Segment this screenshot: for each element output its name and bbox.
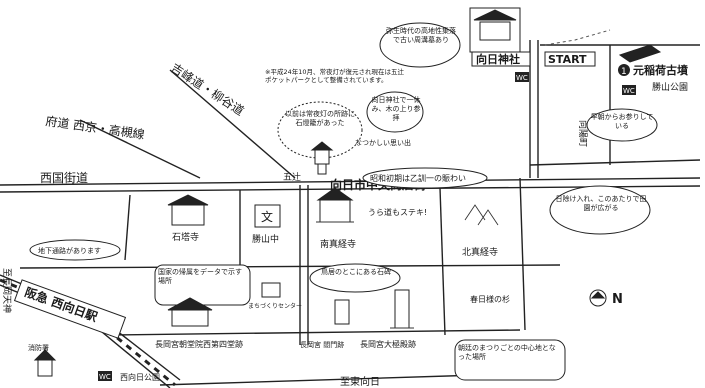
bubble-showa: 昭和初期は乙訓一の賑わい [362, 167, 488, 189]
katsuyama-jh[interactable]: 文 勝山中 [252, 204, 281, 245]
nanshinkyo-label: 南真経寺 [320, 238, 356, 250]
kitashinkyo-label: 北真経寺 [462, 246, 498, 258]
start-marker[interactable]: START [544, 51, 596, 67]
bubble-taishi: 朝廷のまつりごとの中心地となった場所 [454, 339, 566, 381]
point-one-icon: 1 [621, 67, 627, 77]
sekito-temple[interactable]: 石塔寺 [167, 194, 209, 243]
note-showa: 昭和初期は乙訓一の賑わい [370, 173, 466, 183]
katsuyama-jh-label: 勝山中 [252, 233, 279, 245]
school-icon: 文 [261, 209, 273, 224]
wc-icon: WC [622, 85, 636, 95]
bubble-yayoi: 弥生時代の高地性集落で古い周溝墓あり [379, 22, 461, 68]
katsuyama-park-label: 勝山公園 [652, 81, 688, 93]
svg-text:WC: WC [623, 87, 635, 95]
note-urara: うら道もステキ! [368, 207, 427, 217]
mukojinja-area[interactable]: 向日神社 [469, 7, 531, 67]
daigokuden-label: 長岡宮大極殿跡 [360, 339, 416, 349]
station-hankyu[interactable]: 阪急 西向日駅 [13, 279, 127, 339]
note-kokutan: 国家の帰属をデータで示す場所 [158, 268, 242, 285]
road-label-saigoku: 西国街道 [40, 171, 88, 185]
bubble-rest: 向日神社で一休み、木の上り参拝 [366, 91, 424, 133]
note-morning: 早朝からお参りしている [590, 113, 654, 130]
note-kando: 以前は常夜灯の所跡に石燈籠があった [285, 110, 355, 127]
note-natsukashii: なつかしい思い出 [355, 138, 411, 147]
sekito-label: 石塔寺 [172, 231, 199, 243]
bubble-kokutan: 国家の帰属をデータで示す場所 [154, 264, 251, 306]
nanshinkyo-temple[interactable]: 南真経寺 [316, 187, 356, 250]
note-shoen: 日除け入れ、このあたりで田園が広がる [555, 195, 647, 212]
mukojinja-label: 向日神社 [476, 52, 520, 66]
north-label: N [612, 292, 623, 307]
north-arrow-icon: N [589, 289, 623, 307]
nishimuko-park-label: 西向日公園 [120, 372, 160, 382]
svg-text:WC: WC [99, 373, 111, 381]
mukomachi-label: 向陽町 [577, 120, 589, 147]
bubble-chika: 地下通路があります [29, 239, 121, 261]
bubble-kando: 以前は常夜灯の所跡に石燈籠があった [277, 101, 363, 159]
road-label-to-nagaokatenjin: 至長岡天神 [1, 268, 13, 313]
note-yayoi: 弥生時代の高地性集落で古い周溝墓あり [386, 27, 456, 44]
note-rest: 向日神社で一休み、木の上り参拝 [371, 96, 421, 122]
note-top-block: ※平成24年10月、常夜灯が復元され現在は五辻ポケットパークとして整備されていま… [265, 68, 404, 84]
road-label-fudo: 府道 西京・高槻線 [45, 113, 146, 142]
lantern-icon [310, 141, 334, 175]
bubble-torii: 鳥居のとこにある石碑 [309, 263, 401, 293]
motoinari-kofun[interactable]: 1 元稲荷古墳 勝山公園 [618, 44, 688, 93]
note-chika: 地下通路があります [38, 246, 101, 255]
note-torii: 鳥居のとこにある石碑 [321, 268, 391, 276]
choganji-ruins[interactable]: 長岡宮朝堂院西第四堂跡 [155, 297, 243, 349]
motoinari-label: 元稲荷古墳 [633, 63, 688, 77]
svg-text:WC: WC [516, 74, 528, 82]
bubble-shoen: 日除け入れ、このあたりで田園が広がる [549, 185, 651, 235]
road-label-to-higashimuko: 至東向日 [340, 375, 380, 388]
fire-station[interactable]: 消防署 [28, 343, 57, 377]
daigokuden-ruins[interactable]: 長岡宮大極殿跡 [360, 289, 416, 349]
road-label-itsutsuji: 五辻 [283, 171, 301, 183]
machizukuri-label: まちづくりセンター [248, 302, 302, 310]
fire-station-label: 消防署 [28, 343, 49, 352]
road-label-yoshiminedo: 吉峰道・柳谷道 [168, 61, 246, 118]
shoumon-ruins[interactable]: 長岡宮 閤門跡 [300, 299, 350, 349]
choganji-label: 長岡宮朝堂院西第四堂跡 [155, 339, 243, 349]
start-label: START [548, 53, 587, 66]
wc-icon: WC [98, 371, 112, 381]
note-top: ※平成24年10月、常夜灯が復元され現在は五辻ポケットパークとして整備されていま… [265, 68, 404, 84]
note-taishi: 朝廷のまつりごとの中心地となった場所 [458, 344, 556, 361]
note-hanabi: 春日様の杉 [470, 294, 510, 304]
shoumon-label: 長岡宮 閤門跡 [300, 340, 344, 349]
machizukuri-center[interactable]: まちづくりセンター [248, 282, 302, 310]
kitashinkyo-temple[interactable]: 北真経寺 [462, 204, 499, 258]
bubble-morning: 早朝からお参りしている [586, 108, 658, 142]
wc-icon: WC [515, 72, 529, 82]
